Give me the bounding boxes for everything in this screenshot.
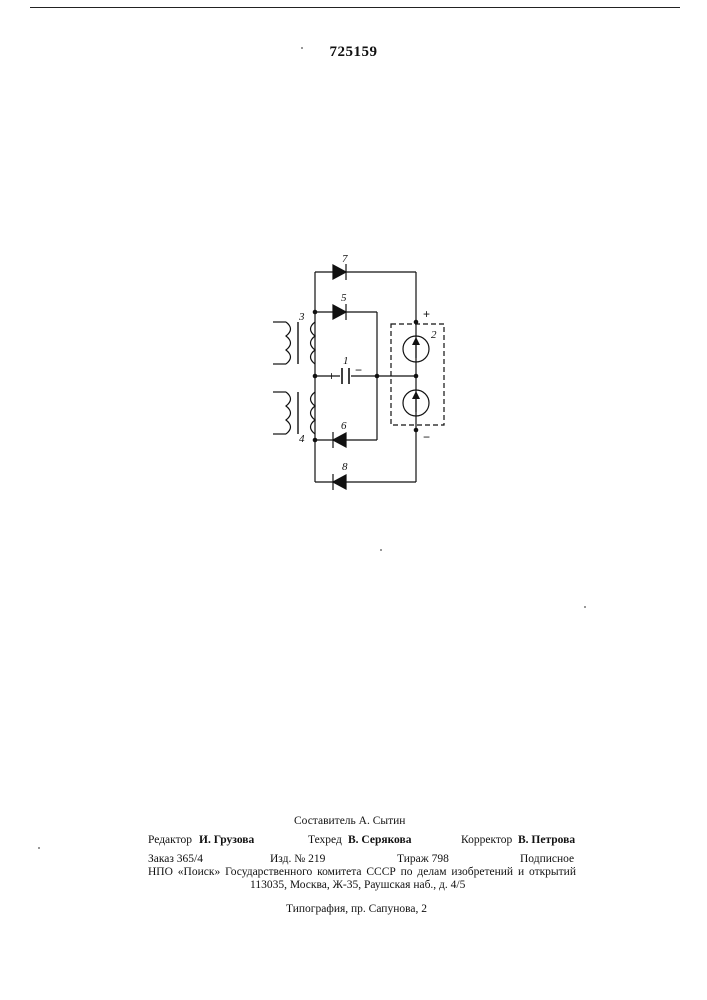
publisher-line: НПО «Поиск» Государственного комитета СС…: [148, 866, 576, 878]
printing-house: Типография, пр. Сапунова, 2: [286, 903, 427, 915]
subscription: Подписное: [520, 853, 574, 865]
techred-name: В. Серякова: [348, 834, 412, 846]
scan-speck: [584, 606, 586, 608]
editor-label: Редактор: [148, 834, 192, 846]
scan-speck: [301, 47, 303, 49]
corrector-name: В. Петрова: [518, 834, 575, 846]
compiler: Составитель А. Сытин: [294, 815, 405, 827]
print-run: Тираж 798: [397, 853, 449, 865]
scan-speck: [380, 549, 382, 551]
scan-speck: [38, 847, 40, 849]
edition-number: Изд. № 219: [270, 853, 325, 865]
editor-name: И. Грузова: [199, 834, 254, 846]
order-number: Заказ 365/4: [148, 853, 203, 865]
address-line: 113035, Москва, Ж-35, Раушская наб., д. …: [250, 879, 465, 891]
corrector-label: Корректор: [461, 834, 512, 846]
techred-label: Техред: [308, 834, 342, 846]
